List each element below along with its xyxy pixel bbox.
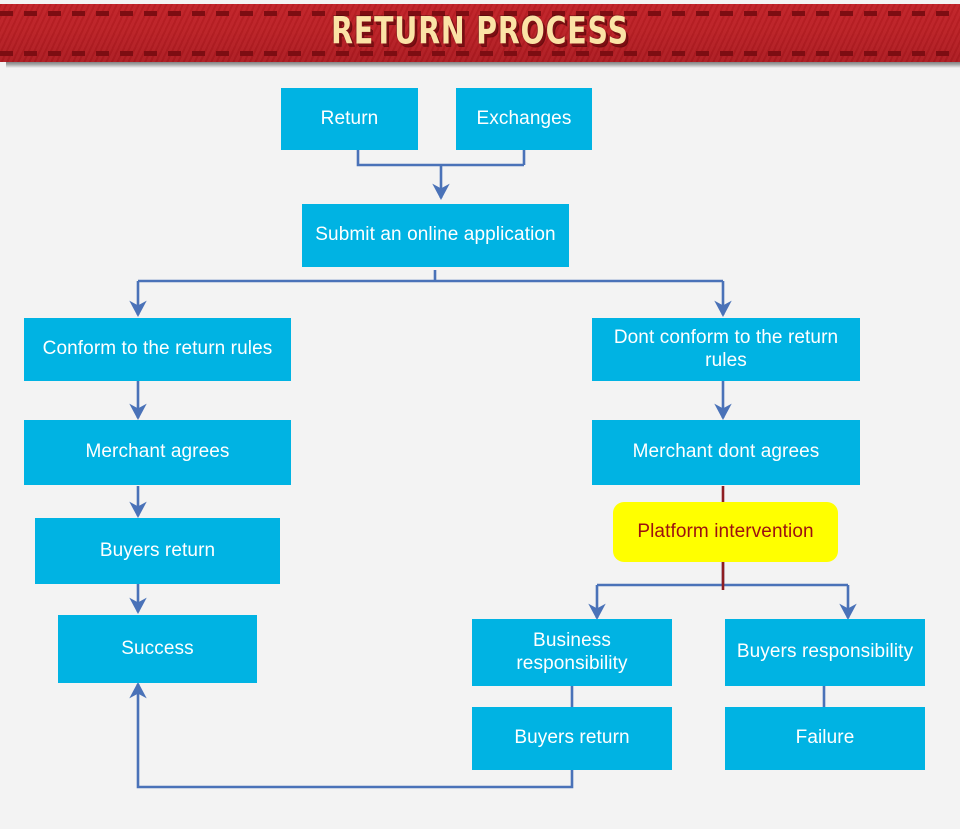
node-return[interactable]: Return [281,88,418,150]
node-buyers-return-right-label: Buyers return [514,727,630,749]
node-submit-application[interactable]: Submit an online application [302,204,569,267]
node-merchant-dont-agrees[interactable]: Merchant dont agrees [592,420,860,485]
node-dont-conform-to-return-rules-label: Dont conform to the return rules [613,327,839,371]
node-success[interactable]: Success [58,615,257,683]
banner-dashed-line-top [0,11,960,16]
node-submit-application-label: Submit an online application [315,224,556,246]
banner-shadow [6,62,960,68]
node-failure-label: Failure [795,727,855,749]
node-business-responsibility-label: Business responsibility [516,630,628,674]
node-exchanges-label: Exchanges [476,107,572,129]
node-merchant-agrees[interactable]: Merchant agrees [24,420,291,485]
node-merchant-dont-agrees-label: Merchant dont agrees [632,441,820,463]
node-conform-to-return-rules[interactable]: Conform to the return rules [24,318,291,381]
node-platform-intervention[interactable]: Platform intervention [613,502,838,562]
node-buyers-return-right[interactable]: Buyers return [472,707,672,770]
node-business-responsibility[interactable]: Business responsibility [472,619,672,686]
node-buyers-responsibility[interactable]: Buyers responsibility [725,619,925,686]
banner-dashed-line-bottom [0,51,960,56]
node-buyers-return-left[interactable]: Buyers return [35,518,280,584]
node-conform-to-return-rules-label: Conform to the return rules [42,338,273,360]
node-merchant-agrees-label: Merchant agrees [85,441,230,463]
node-dont-conform-to-return-rules[interactable]: Dont conform to the return rules [592,318,860,381]
edge-return-to-merge [356,150,524,167]
page-title: RETURN PROCESS [331,9,629,53]
node-buyers-responsibility-label: Buyers responsibility [736,641,914,663]
node-buyers-return-left-label: Buyers return [99,539,216,561]
node-platform-intervention-label: Platform intervention [637,520,814,542]
banner-ribbon [0,4,960,62]
node-return-label: Return [320,107,379,129]
node-success-label: Success [121,637,194,659]
header-banner: RETURN PROCESS [0,0,960,72]
node-exchanges[interactable]: Exchanges [456,88,592,150]
node-failure[interactable]: Failure [725,707,925,770]
